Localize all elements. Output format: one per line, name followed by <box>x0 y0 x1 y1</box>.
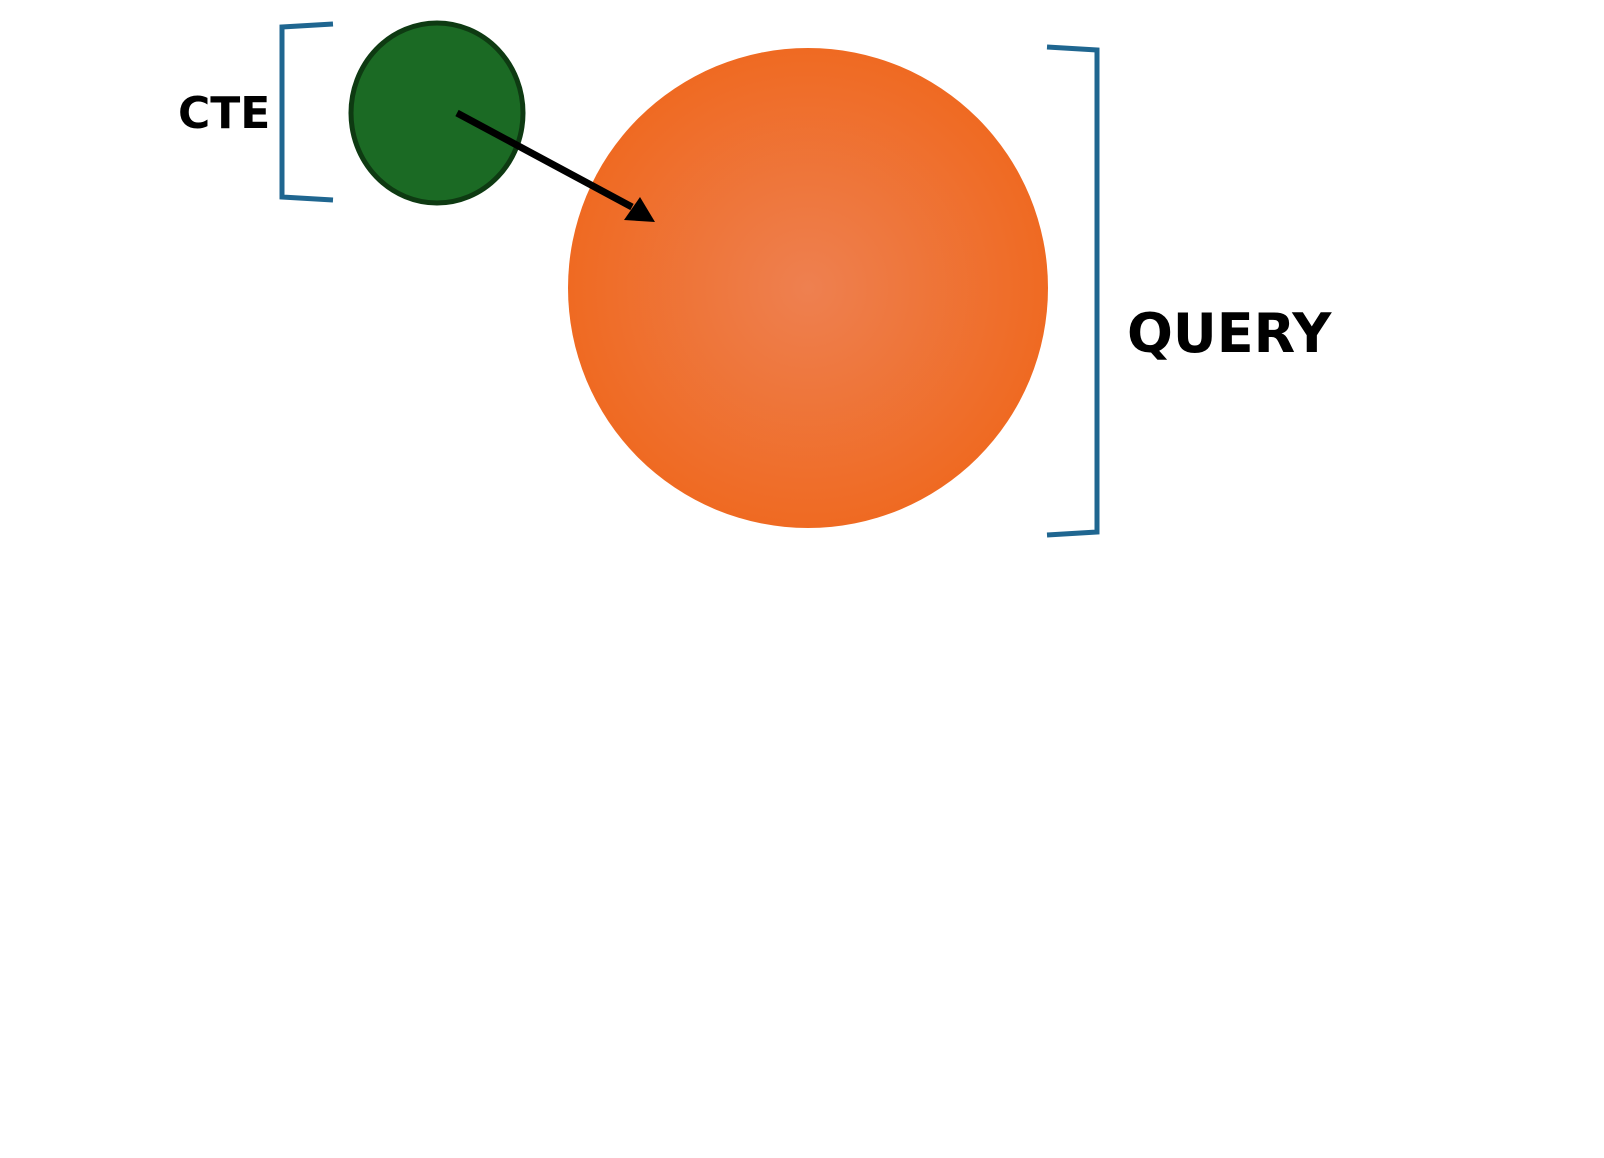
cte-label: CTE <box>178 88 270 139</box>
query-circle <box>568 48 1048 528</box>
arrow-icon <box>455 109 655 222</box>
cte-bracket <box>279 21 334 203</box>
cte-circle <box>348 20 526 206</box>
query-label: QUERY <box>1127 302 1332 365</box>
query-bracket <box>1046 44 1100 538</box>
